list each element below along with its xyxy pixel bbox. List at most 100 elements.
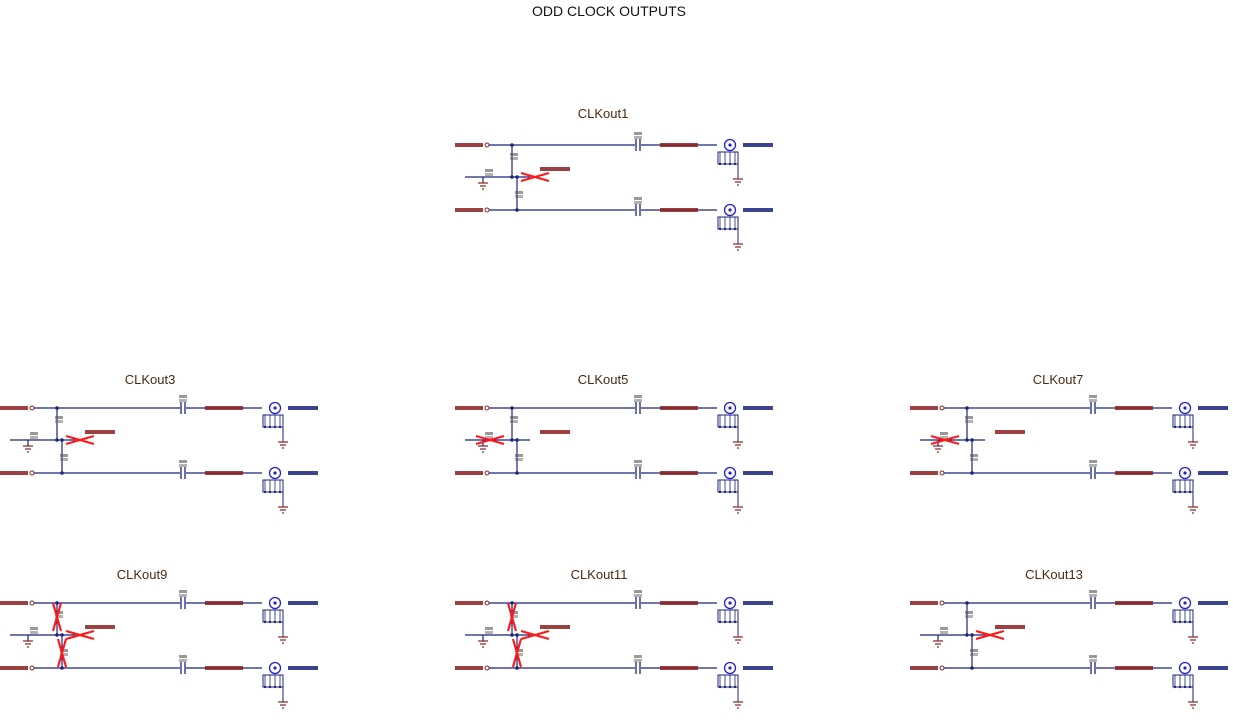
- capacitor-designator: [1089, 460, 1097, 463]
- junction-dot: [965, 438, 969, 442]
- dnp-mark: [511, 638, 523, 668]
- ground-icon: [933, 640, 943, 648]
- clock-output-circuit: [0, 395, 318, 514]
- input-net-label-n: [910, 666, 938, 670]
- sma-connector-p: [1172, 596, 1228, 644]
- junction-dot: [510, 601, 514, 605]
- coupling-capacitor-n: [179, 655, 187, 674]
- resistor-designator-left: [940, 627, 948, 630]
- input-net-label-p: [455, 601, 483, 605]
- block-title: CLKout1: [577, 106, 629, 121]
- bias-net-label: [85, 430, 115, 434]
- resistor-designator-left: [485, 432, 493, 435]
- junction-dot: [510, 143, 514, 147]
- junction-dot: [970, 633, 974, 637]
- capacitor-designator: [179, 460, 187, 463]
- output-line-label-n: [1115, 471, 1153, 475]
- input-net-label-p: [0, 406, 28, 410]
- block-title: CLKout5: [577, 372, 629, 387]
- ground-icon: [1188, 441, 1198, 449]
- junction-dot: [970, 438, 974, 442]
- coupling-capacitor-p: [1089, 395, 1097, 414]
- junction-dot: [55, 601, 59, 605]
- output-net-label: [743, 471, 773, 475]
- junction-dot: [515, 471, 519, 475]
- ground-icon: [278, 636, 288, 644]
- junction-dot: [515, 208, 519, 212]
- bias-net-label: [85, 625, 115, 629]
- sheet-title: ODD CLOCK OUTPUTS: [531, 3, 686, 19]
- input-port-p: [484, 600, 490, 606]
- resistor-designator-left: [485, 627, 493, 630]
- resistor-designator-bot: [970, 649, 978, 652]
- coupling-capacitor-p: [634, 132, 642, 151]
- resistor-designator-bot: [515, 454, 523, 457]
- coupling-capacitor-n: [179, 460, 187, 479]
- ground-icon: [733, 506, 743, 514]
- capacitor-designator: [634, 197, 642, 200]
- block-title: CLKout9: [116, 567, 168, 582]
- ground-icon: [1188, 701, 1198, 709]
- sma-connector-p: [262, 596, 318, 644]
- output-net-label: [1198, 406, 1228, 410]
- junction-dot: [970, 666, 974, 670]
- dnp-mark: [56, 638, 68, 668]
- output-net-label: [1198, 601, 1228, 605]
- ground-icon: [733, 243, 743, 251]
- resistor-designator-left: [940, 432, 948, 435]
- input-port-p: [29, 600, 35, 606]
- coupling-capacitor-p: [1089, 590, 1097, 609]
- input-net-label-p: [455, 406, 483, 410]
- input-net-label-p: [0, 601, 28, 605]
- input-port-p: [484, 405, 490, 411]
- clock-output-circuit: [0, 590, 318, 709]
- output-line-label-n: [1115, 666, 1153, 670]
- sma-connector-p: [717, 596, 773, 644]
- block-title: CLKout3: [124, 372, 176, 387]
- output-line-label-p: [1115, 406, 1153, 410]
- capacitor-designator: [1089, 590, 1097, 593]
- output-line-label-p: [660, 406, 698, 410]
- output-line-label-n: [205, 471, 243, 475]
- resistor-designator-bot: [515, 191, 523, 194]
- clock-output-circuit: [910, 590, 1228, 709]
- capacitor-designator: [634, 460, 642, 463]
- input-port-n: [484, 470, 490, 476]
- junction-dot: [515, 666, 519, 670]
- ground-icon: [478, 640, 488, 648]
- junction-dot: [60, 633, 64, 637]
- junction-dot: [515, 633, 519, 637]
- sma-connector-n: [1172, 661, 1228, 709]
- resistor-designator-bot: [60, 649, 68, 652]
- output-net-label: [743, 601, 773, 605]
- sma-connector-n: [717, 203, 773, 251]
- bias-net-label: [540, 625, 570, 629]
- clock-output-circuit: [910, 395, 1228, 514]
- ground-icon: [23, 445, 33, 453]
- bias-net-label: [540, 430, 570, 434]
- input-net-label-n: [455, 471, 483, 475]
- capacitor-designator: [634, 590, 642, 593]
- capacitor-designator: [1089, 395, 1097, 398]
- resistor-designator-top: [965, 416, 973, 419]
- output-line-label-p: [660, 143, 698, 147]
- block-title: CLKout7: [1032, 372, 1084, 387]
- input-port-n: [939, 665, 945, 671]
- output-line-label-n: [205, 666, 243, 670]
- input-port-p: [29, 405, 35, 411]
- coupling-capacitor-n: [634, 460, 642, 479]
- dnp-mark: [930, 434, 960, 446]
- output-net-label: [743, 143, 773, 147]
- input-net-label-p: [910, 406, 938, 410]
- input-net-label-p: [910, 601, 938, 605]
- ground-icon: [278, 701, 288, 709]
- sma-connector-n: [262, 661, 318, 709]
- ground-icon: [733, 178, 743, 186]
- dnp-mark: [65, 629, 95, 641]
- input-port-p: [939, 405, 945, 411]
- junction-dot: [965, 406, 969, 410]
- capacitor-designator: [179, 395, 187, 398]
- junction-dot: [510, 438, 514, 442]
- junction-dot: [55, 406, 59, 410]
- sma-connector-p: [1172, 401, 1228, 449]
